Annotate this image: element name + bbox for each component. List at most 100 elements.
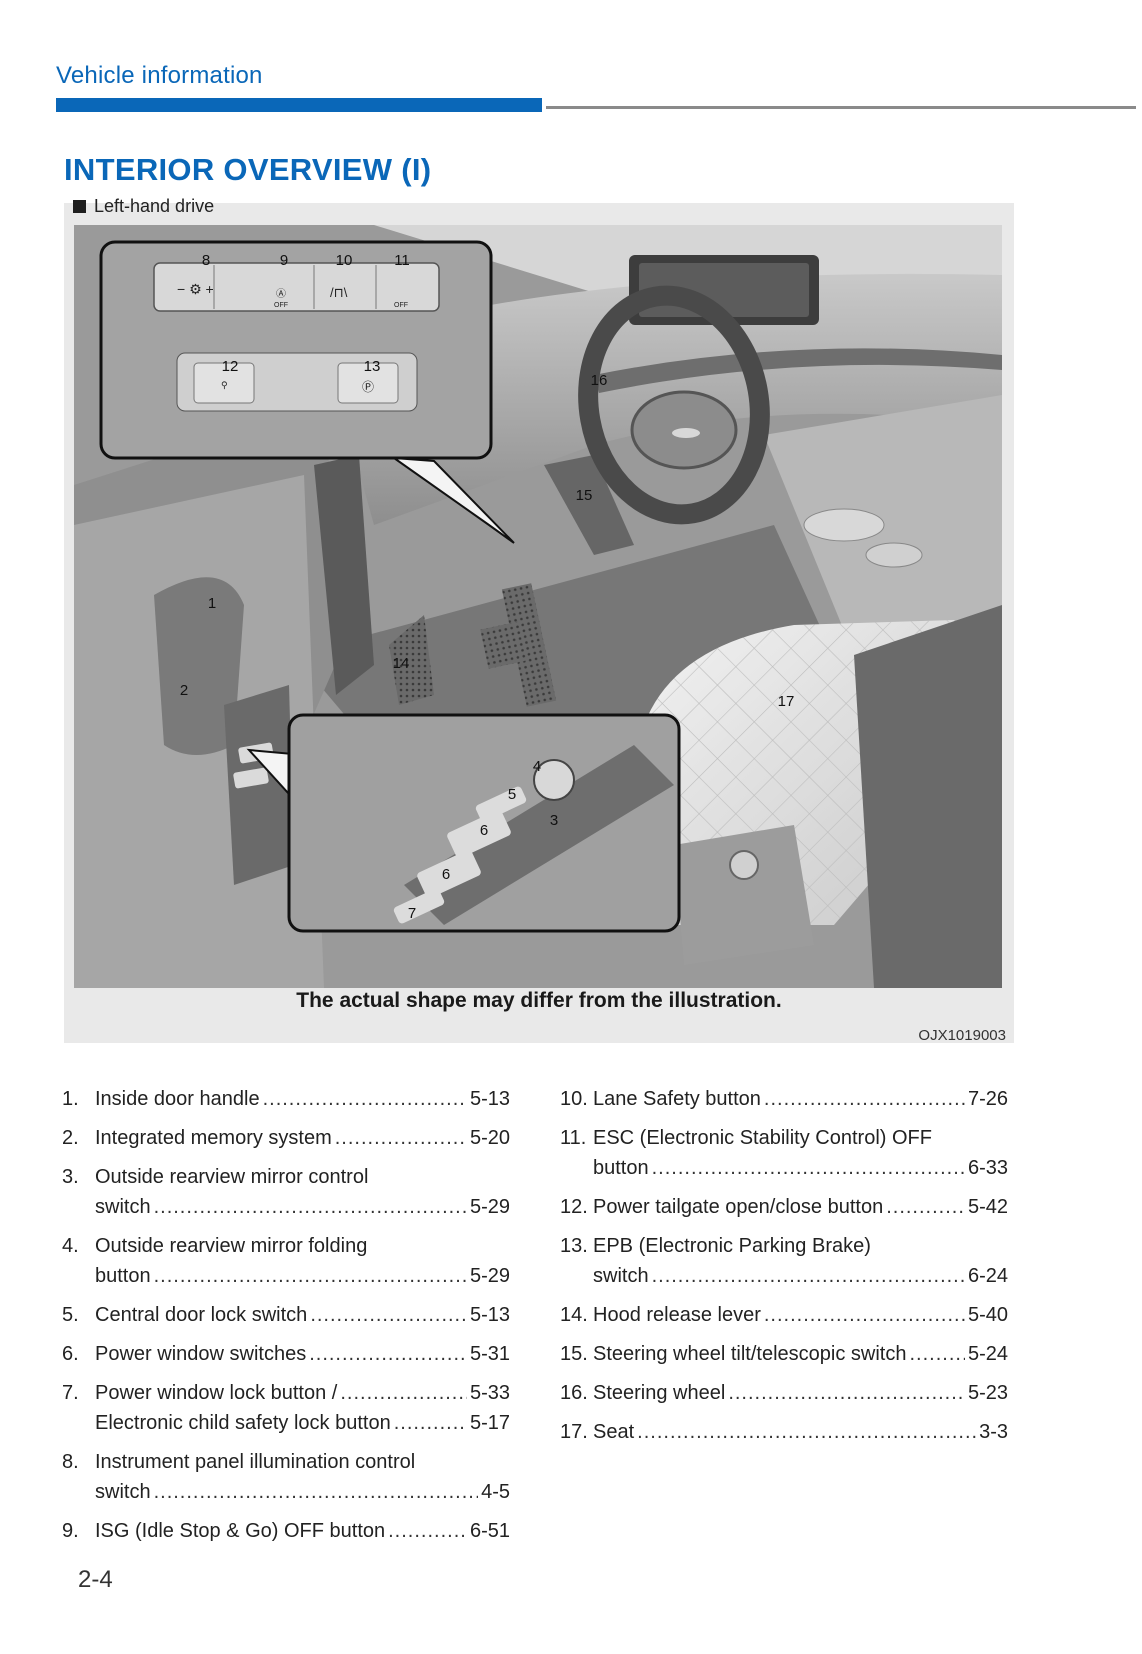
leader-dots [335, 1123, 467, 1153]
list-item: 1.Inside door handle5-13 [62, 1084, 510, 1114]
page-heading: INTERIOR OVERVIEW (I) [64, 152, 432, 187]
list-item: 9. ISG (Idle Stop & Go) OFF button 6-51 [62, 1516, 510, 1546]
item-number: 8. [62, 1451, 79, 1473]
item-text: Hood release lever [593, 1304, 761, 1326]
item-number: 15. [560, 1343, 588, 1365]
item-text: ISG (Idle Stop & Go) OFF button [95, 1520, 386, 1542]
item-text: Inside door handle [95, 1088, 260, 1110]
page-reference: 6-24 [967, 1265, 1008, 1287]
item-text: ESC (Electronic Stability Control) OFF [593, 1127, 932, 1149]
interior-illustration-svg: − ⚙ + Ⓐ OFF /⊓\ OFF ⚲ Ⓟ 8 9 10 1 [74, 225, 1002, 988]
list-item: 4.Outside rearview mirror foldingbutton5… [62, 1231, 510, 1291]
leader-dots [394, 1408, 467, 1438]
leader-dots [388, 1516, 467, 1546]
item-text: switch [593, 1265, 649, 1287]
list-item: 10.Lane Safety button 7-26 [560, 1084, 1008, 1114]
callout-14: 14 [393, 655, 410, 672]
item-text: Power window switches [95, 1343, 307, 1365]
callout-11: 11 [394, 252, 410, 269]
drive-label-text: Left-hand drive [94, 196, 215, 216]
list-item: 6. Power window switches 5-31 [62, 1339, 510, 1369]
svg-text:Ⓐ: Ⓐ [276, 288, 286, 300]
item-number: 2. [62, 1127, 79, 1149]
section-title: Vehicle information [56, 62, 263, 89]
callout-13: 13 [364, 358, 381, 375]
list-item: 7.Power window lock button / 5-33Electro… [62, 1378, 510, 1438]
svg-text:OFF: OFF [394, 302, 408, 309]
list-item: 15.Steering wheel tilt/telescopic switch… [560, 1339, 1008, 1369]
callout-16: 16 [591, 372, 608, 389]
leader-dots [309, 1339, 467, 1369]
svg-text:− ⚙ +: − ⚙ + [177, 281, 214, 297]
leader-dots [154, 1477, 479, 1507]
callout-10: 10 [336, 252, 353, 269]
item-text: EPB (Electronic Parking Brake) [593, 1235, 871, 1257]
page-reference: 7-26 [967, 1088, 1008, 1110]
list-item: 5.Central door lock switch 5-13 [62, 1300, 510, 1330]
figure-caption: The actual shape may differ from the ill… [296, 989, 782, 1012]
item-number: 9. [62, 1520, 79, 1542]
leader-dots [886, 1192, 965, 1222]
items-list-left: 1.Inside door handle5-132.Integrated mem… [62, 1084, 510, 1555]
item-number: 6. [62, 1343, 79, 1365]
item-number: 17. [560, 1421, 588, 1443]
list-item: 14.Hood release lever 5-40 [560, 1300, 1008, 1330]
page-reference: 5-13 [469, 1088, 510, 1110]
item-number: 12. [560, 1196, 588, 1218]
figure-box: − ⚙ + Ⓐ OFF /⊓\ OFF ⚲ Ⓟ 8 9 10 1 [64, 203, 1014, 1044]
header-rule-accent [56, 98, 542, 112]
item-number: 13. [560, 1235, 588, 1257]
callout-9: 9 [280, 252, 288, 269]
svg-text:OFF: OFF [274, 302, 288, 309]
list-item: 12.Power tailgate open/close button5-42 [560, 1192, 1008, 1222]
item-number: 11. [560, 1127, 587, 1149]
page-reference: 5-31 [469, 1343, 510, 1365]
item-number: 5. [62, 1304, 79, 1326]
item-text: Seat [593, 1421, 635, 1443]
callout-1: 1 [208, 595, 216, 612]
page-reference: 4-5 [481, 1481, 510, 1503]
page-reference: 5-40 [967, 1304, 1008, 1326]
list-item: 2.Integrated memory system 5-20 [62, 1123, 510, 1153]
page-reference: 3-3 [979, 1421, 1008, 1443]
interior-illustration: − ⚙ + Ⓐ OFF /⊓\ OFF ⚲ Ⓟ 8 9 10 1 [74, 225, 1002, 988]
svg-text:Ⓟ: Ⓟ [362, 380, 374, 394]
page-reference: 5-13 [469, 1304, 510, 1326]
item-number: 14. [560, 1304, 588, 1326]
page-reference: 5-29 [469, 1196, 510, 1218]
leader-dots [340, 1378, 467, 1408]
list-item: 16.Steering wheel5-23 [560, 1378, 1008, 1408]
item-text: switch [95, 1481, 151, 1503]
callout-6a: 6 [480, 822, 488, 839]
item-text: button [95, 1265, 151, 1287]
callout-7: 7 [408, 905, 416, 922]
drive-label: Left-hand drive [73, 196, 214, 217]
item-number: 7. [62, 1382, 79, 1404]
svg-text:/⊓\: /⊓\ [330, 285, 348, 300]
callout-4: 4 [533, 758, 541, 775]
leader-dots [637, 1417, 976, 1447]
leader-dots [263, 1084, 467, 1114]
item-text: Lane Safety button [593, 1088, 761, 1110]
callout-8: 8 [202, 252, 210, 269]
item-text: Steering wheel [593, 1382, 726, 1404]
callout-6b: 6 [442, 866, 450, 883]
item-text: Steering wheel tilt/telescopic switch [593, 1343, 907, 1365]
item-number: 4. [62, 1235, 79, 1257]
leader-dots [310, 1300, 467, 1330]
page-reference: 6-51 [469, 1520, 510, 1542]
page-reference: 5-17 [469, 1412, 510, 1434]
leader-dots [764, 1300, 965, 1330]
callout-2: 2 [180, 682, 188, 699]
leader-dots [909, 1339, 964, 1369]
leader-dots [764, 1084, 965, 1114]
square-bullet-icon [73, 200, 86, 213]
items-list-right: 10.Lane Safety button 7-26 11. ESC (Electr… [560, 1084, 1008, 1456]
item-text: switch [95, 1196, 151, 1218]
page-reference: 5-33 [469, 1382, 510, 1404]
page-reference: 5-29 [469, 1265, 510, 1287]
page-reference: 5-42 [967, 1196, 1008, 1218]
item-text: button [593, 1157, 649, 1179]
